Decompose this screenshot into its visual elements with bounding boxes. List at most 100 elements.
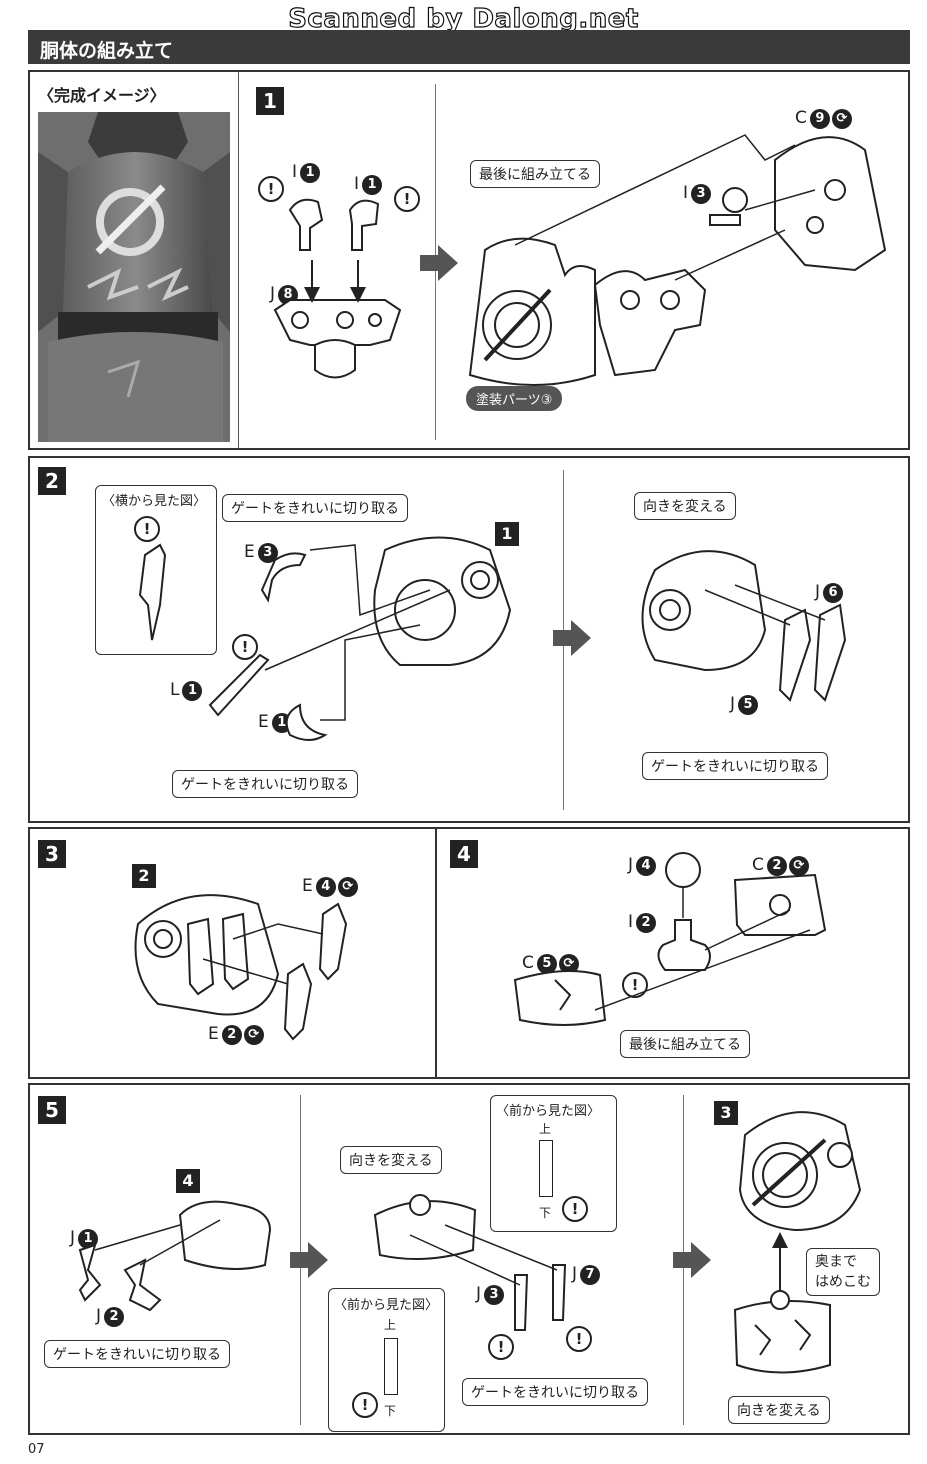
orientation-up: 上: [384, 1318, 397, 1332]
gate-cut-note: ゲートをきれいに切り取る: [642, 752, 828, 780]
step2-left-drawing: [208, 536, 512, 741]
turn-around-note: 向きを変える: [728, 1396, 830, 1424]
paint-icon: ⟳: [788, 856, 809, 876]
row2-frame: [28, 456, 910, 823]
part-number: 2: [766, 856, 787, 876]
caution-icon: !: [352, 1392, 378, 1418]
part-letter: E: [302, 876, 313, 896]
caution-icon: !: [622, 972, 648, 998]
part-letter: C: [752, 855, 764, 875]
completed-image-photo: [38, 112, 230, 442]
ref-step-badge: 1: [495, 522, 519, 546]
row4-frame: [28, 1083, 910, 1435]
divider: [238, 72, 239, 448]
ref-step-badge: 3: [714, 1101, 738, 1125]
gate-cut-note: ゲートをきれいに切り取る: [222, 494, 408, 522]
caution-icon: !: [258, 176, 284, 202]
row3-frame: [28, 827, 910, 1079]
front-view-inset: [490, 1095, 617, 1232]
part-number: 3: [484, 1285, 505, 1305]
push-in-line2: はめこむ: [815, 1274, 871, 1290]
part-letter: J: [730, 694, 736, 714]
orientation-down: 下: [384, 1404, 397, 1418]
painted-parts-badge: 塗装パーツ③: [466, 386, 563, 411]
page-number: 07: [28, 1442, 45, 1457]
step3-drawing: [134, 894, 348, 1041]
part-letter: E: [258, 712, 269, 732]
part-letter: J: [628, 855, 634, 875]
part-number: 3: [257, 543, 278, 563]
part-letter: E: [208, 1024, 219, 1044]
turn-around-note: 向きを変える: [340, 1146, 442, 1174]
joint-parts-drawing: [273, 198, 402, 379]
gate-cut-note: ゲートをきれいに切り取る: [172, 770, 358, 798]
divider: [435, 829, 437, 1077]
push-in-note: 奥まではめこむ: [806, 1248, 880, 1296]
part-letter: J: [572, 1264, 578, 1284]
gate-cut-note: ゲートをきれいに切り取る: [462, 1378, 648, 1406]
scanner-watermark: Scanned by Dalong.net: [288, 3, 639, 34]
next-step-arrow-icon: [420, 245, 458, 281]
part-number: 1: [78, 1229, 99, 1249]
orientation-up: 上: [539, 1122, 552, 1136]
turn-around-note: 向きを変える: [634, 492, 736, 520]
part-letter: L: [170, 680, 180, 700]
part-number: 5: [536, 954, 557, 974]
caution-icon: !: [394, 186, 420, 212]
part-letter: E: [244, 542, 255, 562]
part-number: 4: [636, 856, 657, 876]
front-view-title: 〈前から見た図〉: [496, 1104, 601, 1119]
assemble-last-note: 最後に組み立てる: [620, 1030, 750, 1058]
step-number: 2: [38, 467, 66, 495]
part-letter: J: [96, 1306, 102, 1326]
step5-middle-drawing: [373, 1194, 567, 1331]
caution-icon: !: [134, 516, 160, 542]
step-number: 5: [38, 1096, 66, 1124]
strip-front-view: [539, 1140, 553, 1197]
part-number: 3: [691, 184, 712, 204]
part-number: 1: [182, 681, 203, 701]
row1-frame: [28, 70, 910, 450]
step5-right-drawing: [733, 1111, 862, 1374]
ref-step-badge: 4: [176, 1169, 200, 1193]
front-view-title: 〈前から見た図〉: [334, 1298, 439, 1313]
part-letter: I: [354, 174, 360, 194]
caution-icon: !: [232, 634, 258, 660]
part-letter: I: [683, 183, 689, 203]
part-number: 1: [300, 163, 321, 183]
step-number: 4: [450, 840, 478, 868]
step-number: 3: [38, 840, 66, 868]
l1-side-view-drawing: [138, 543, 167, 641]
part-number: 5: [738, 695, 759, 715]
step2-right-drawing: [641, 550, 847, 702]
paint-icon: ⟳: [831, 109, 852, 129]
paint-icon: ⟳: [558, 954, 579, 974]
step-number: 1: [256, 87, 284, 115]
step1-assembly-drawing: [468, 134, 887, 386]
part-letter: C: [795, 108, 807, 128]
part-letter: I: [628, 912, 634, 932]
part-letter: J: [270, 284, 276, 304]
paint-icon: ⟳: [337, 877, 358, 897]
push-in-line1: 奥まで: [815, 1254, 857, 1270]
caution-icon: !: [566, 1326, 592, 1352]
part-number: 2: [221, 1025, 242, 1045]
part-number: 7: [580, 1265, 601, 1285]
next-step-arrow-icon: [290, 1242, 328, 1278]
part-letter: J: [70, 1228, 76, 1248]
section-title: 胴体の組み立て: [40, 40, 174, 62]
paint-icon: ⟳: [243, 1025, 264, 1045]
